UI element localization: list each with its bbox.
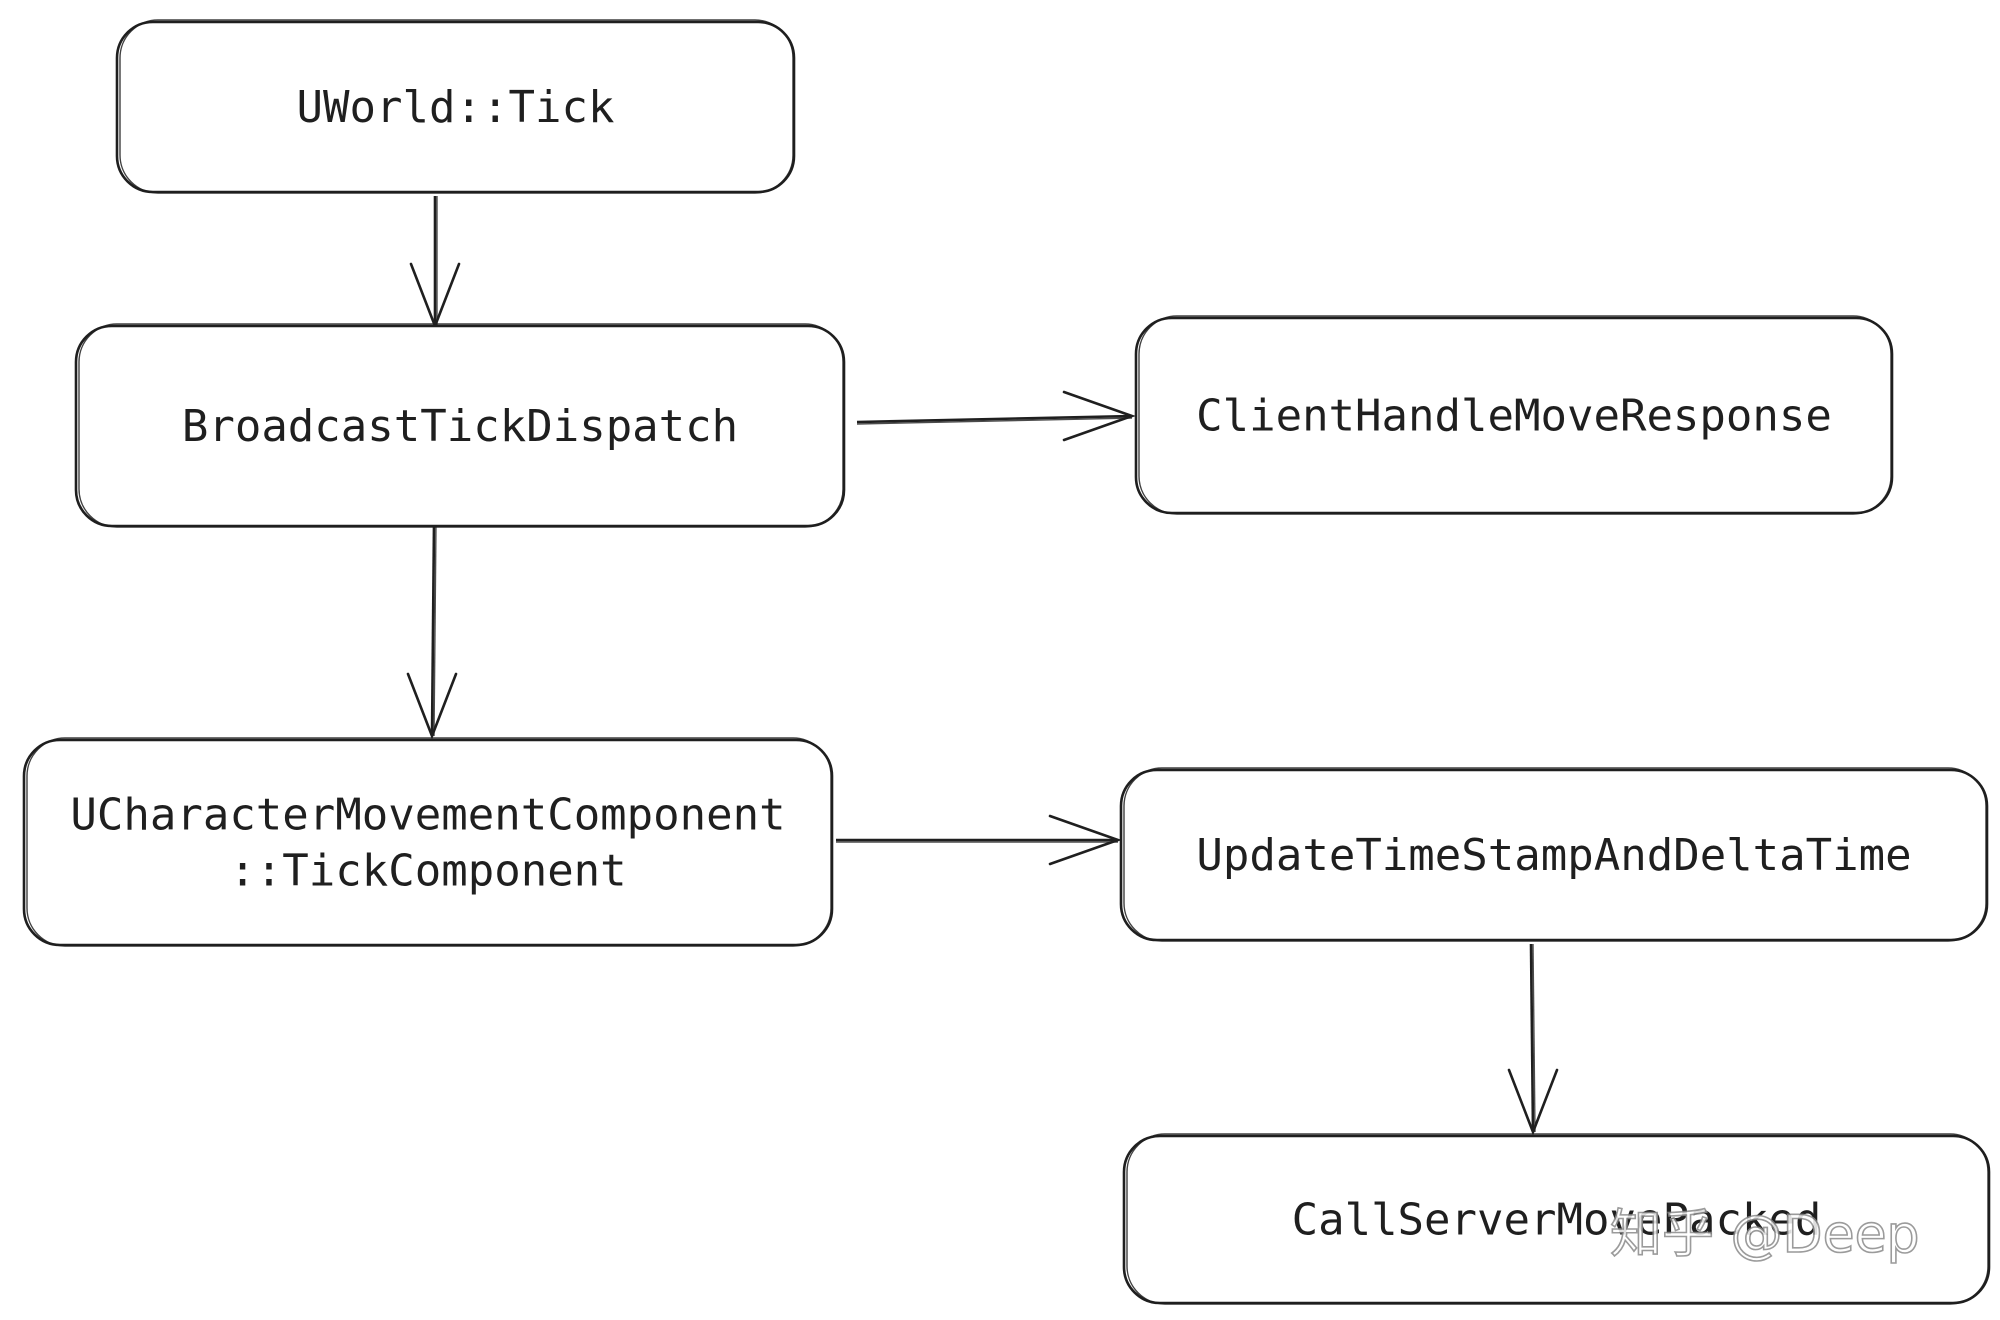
- arrow-update-timestamp-deltatime-to-call-server-move-packed: [1507, 943, 1559, 1136]
- node-ucharacter-movement-tick: UCharacterMovementComponent::TickCompone…: [22, 737, 834, 947]
- node-call-server-move-packed: CallServerMovePacked: [1122, 1133, 1991, 1305]
- arrow-shaft-sketch: [433, 523, 437, 737]
- node-box-sketch-stroke: [1126, 1133, 1989, 1305]
- arrow-shaft-sketch: [856, 417, 1133, 425]
- arrow-head: [1048, 814, 1122, 866]
- node-box: [1119, 768, 1989, 942]
- arrow-shaft-sketch: [1532, 943, 1536, 1133]
- node-box: [22, 738, 834, 947]
- node-label: UpdateTimeStampAndDeltaTime: [1196, 830, 1911, 881]
- node-broadcast-tick-dispatch: BroadcastTickDispatch: [74, 323, 846, 528]
- node-box-sketch-stroke: [119, 19, 794, 194]
- node-label: BroadcastTickDispatch: [182, 401, 738, 452]
- node-box-sketch-stroke: [1123, 767, 1987, 942]
- arrow-head: [1062, 390, 1136, 442]
- watermark-text: 知乎 @Deep: [1610, 1205, 1920, 1265]
- arrow-broadcast-tick-dispatch-to-client-handle-move-response: [856, 390, 1136, 442]
- node-uworld-tick: UWorld::Tick: [115, 19, 796, 194]
- node-client-handle-move-response: ClientHandleMoveResponse: [1134, 315, 1894, 515]
- node-label: CallServerMovePacked: [1292, 1195, 1822, 1246]
- arrow-broadcast-tick-dispatch-to-ucharacter-movement-tick: [406, 523, 458, 740]
- node-box-sketch-stroke: [1138, 315, 1892, 515]
- node-box: [115, 20, 796, 194]
- arrow-shaft: [430, 523, 436, 737]
- node-label: ::TickComponent: [229, 846, 626, 897]
- node-label: UCharacterMovementComponent: [70, 790, 785, 841]
- node-box: [1134, 316, 1894, 515]
- arrow-head: [406, 672, 458, 740]
- node-box: [1122, 1134, 1991, 1305]
- arrow-head: [1507, 1068, 1559, 1136]
- arrow-shaft: [1529, 943, 1535, 1133]
- node-update-timestamp-deltatime: UpdateTimeStampAndDeltaTime: [1119, 767, 1989, 942]
- node-box-sketch-stroke: [26, 737, 832, 947]
- arrow-shaft: [856, 414, 1133, 424]
- node-label: UWorld::Tick: [297, 82, 615, 133]
- arrow-uworld-tick-to-broadcast-tick-dispatch: [409, 196, 461, 330]
- node-box-sketch-stroke: [78, 323, 844, 528]
- edges-layer: [406, 196, 1559, 1136]
- node-box: [74, 324, 846, 528]
- arrow-ucharacter-movement-tick-to-update-timestamp-deltatime: [836, 814, 1122, 866]
- node-label: ClientHandleMoveResponse: [1196, 391, 1832, 442]
